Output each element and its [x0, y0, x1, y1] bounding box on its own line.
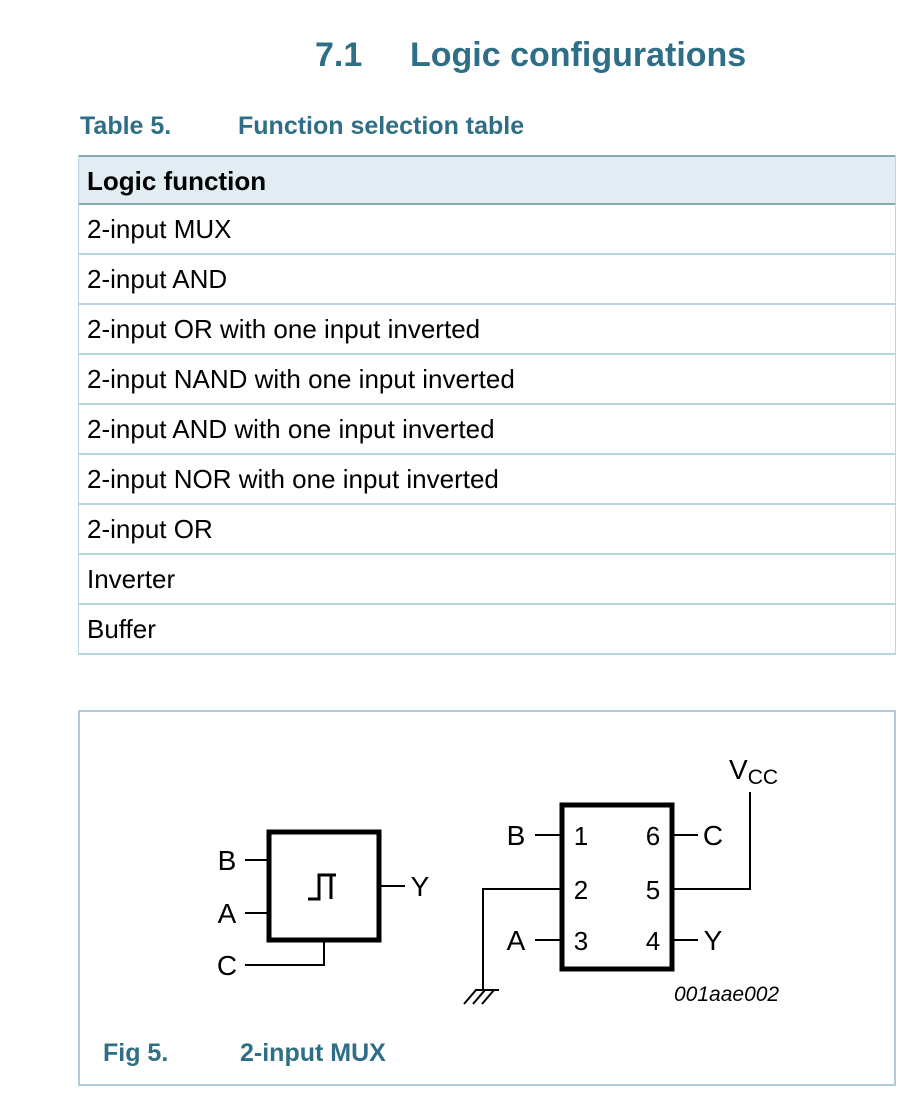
symbol-input-b-label: B: [218, 845, 237, 876]
table-row: 2-input NAND with one input inverted: [79, 355, 895, 405]
figure-caption: Fig 5. 2-input MUX: [103, 1039, 386, 1068]
package-label-c: C: [703, 820, 723, 851]
table-row: 2-input AND: [79, 255, 895, 305]
table-caption-label: Table 5.: [80, 112, 172, 140]
logic-symbol-box: [266, 829, 382, 943]
figure-caption-label: Fig 5.: [103, 1039, 169, 1067]
symbol-input-a-label: A: [218, 898, 237, 929]
package-label-b: B: [507, 820, 526, 851]
pulse-waveform-icon: [308, 873, 336, 901]
package-label-a: A: [507, 925, 526, 956]
vcc-label: VCC: [729, 754, 778, 789]
table-row: 2-input NOR with one input inverted: [79, 455, 895, 505]
section-title: Logic configurations: [410, 36, 747, 74]
table-row: Inverter: [79, 555, 895, 605]
pin-5-number: 5: [646, 875, 660, 905]
figure-frame: B A Y C 1 2 3 6 5 4 B A: [78, 710, 896, 1086]
pin-4-number: 4: [646, 926, 660, 956]
function-selection-table: Logic function 2-input MUX 2-input AND 2…: [78, 155, 896, 655]
pin-2-number: 2: [574, 875, 588, 905]
pin-6-number: 6: [646, 821, 660, 851]
package-box: [559, 802, 675, 972]
section-heading: 7.1 Logic configurations: [315, 36, 746, 75]
symbol-input-c-label: C: [217, 950, 237, 981]
table-row: 2-input OR with one input inverted: [79, 305, 895, 355]
mux-schematic: B A Y C 1 2 3 6 5 4 B A: [217, 754, 780, 1006]
table-row: Buffer: [79, 605, 895, 655]
pin-1-number: 1: [574, 821, 588, 851]
package-label-y: Y: [704, 925, 723, 956]
figure-watermark: 001aae002: [674, 983, 779, 1006]
figure-caption-title: 2-input MUX: [240, 1039, 386, 1067]
chassis-ground-icon: [463, 989, 499, 1005]
table-row: 2-input OR: [79, 505, 895, 555]
table-row: 2-input MUX: [79, 205, 895, 255]
pin-5-vcc-wire: [672, 792, 751, 890]
table-header-cell: Logic function: [79, 155, 895, 205]
table-caption: Table 5. Function selection table: [80, 112, 524, 141]
pin-2-ground-wire: [482, 888, 562, 990]
symbol-output-y-label: Y: [411, 871, 430, 902]
table-caption-title: Function selection table: [238, 112, 525, 140]
symbol-input-c-wire: [245, 940, 325, 966]
section-number: 7.1: [315, 36, 363, 74]
pin-3-number: 3: [574, 926, 588, 956]
table-row: 2-input AND with one input inverted: [79, 405, 895, 455]
